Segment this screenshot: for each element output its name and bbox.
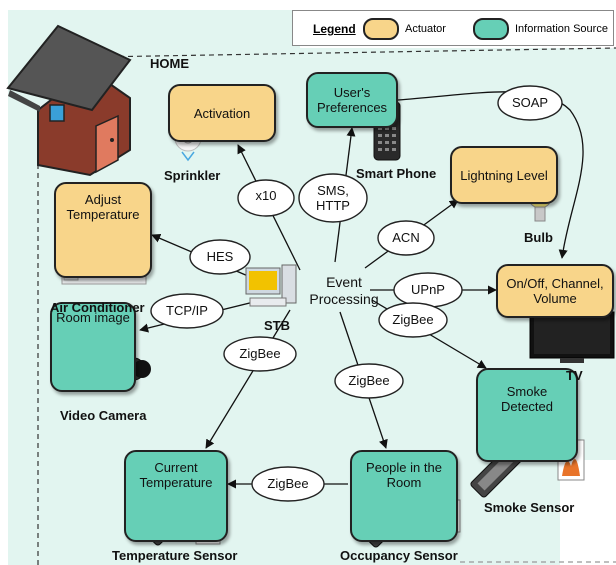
- lightning-level-node: Lightning Level: [450, 146, 558, 204]
- zigbee-link-protocol-label: ZigBee: [267, 476, 309, 491]
- stb-label: STB: [264, 318, 290, 333]
- users-preferences-node: User's Preferences: [306, 72, 398, 128]
- tcpip-protocol-label: TCP/IP: [166, 303, 208, 318]
- smart-phone-label: Smart Phone: [356, 166, 437, 181]
- tv-control-node: On/Off, Channel, Volume: [496, 264, 614, 318]
- upnp-protocol-label: UPnP: [411, 282, 445, 297]
- room-image-node: Room image: [50, 302, 136, 392]
- acn-protocol-label: ACN: [392, 230, 420, 245]
- tv-icon: [529, 311, 615, 363]
- legend-title: Legend: [313, 22, 356, 36]
- event-processing-label: Event Processing: [298, 274, 390, 308]
- zigbee-smoke-protocol-label: ZigBee: [392, 312, 434, 327]
- legend-actuator-swatch: [363, 18, 399, 40]
- event-processing-line1: Event: [326, 274, 362, 290]
- people-in-room-node: People in the Room: [350, 450, 458, 542]
- hes-protocol-label: HES: [206, 249, 234, 264]
- legend-info-swatch: [473, 18, 509, 40]
- soap-protocol-label: SOAP: [511, 95, 549, 110]
- sms-http-protocol-label: SMS, HTTP: [316, 183, 350, 213]
- smoke-sensor-label: Smoke Sensor: [484, 500, 575, 515]
- smoke-detected-node: Smoke Detected: [476, 368, 578, 462]
- adjust-temperature-node: Adjust Temperature: [54, 182, 152, 278]
- zigbee-occupancy-protocol-label: ZigBee: [348, 373, 390, 388]
- zigbee-temperature-protocol-label: ZigBee: [239, 346, 281, 361]
- legend: Legend Actuator Information Source: [292, 10, 614, 46]
- activation-node: Activation: [168, 84, 276, 142]
- x10-protocol-label: x10: [255, 188, 277, 203]
- bulb-label: Bulb: [524, 230, 553, 245]
- home-label: HOME: [150, 56, 189, 71]
- video-camera-label: Video Camera: [60, 408, 147, 423]
- temperature-sensor-label: Temperature Sensor: [112, 548, 238, 563]
- event-processing-line2: Processing: [309, 291, 379, 307]
- legend-actuator-label: Actuator: [405, 23, 446, 35]
- tv-label: TV: [566, 368, 583, 383]
- current-temperature-node: Current Temperature: [124, 450, 228, 542]
- house-icon: [6, 24, 132, 177]
- stb-computer-icon: [245, 264, 297, 307]
- protocol-clouds: [150, 85, 563, 502]
- legend-info-label: Information Source: [515, 23, 608, 35]
- occupancy-sensor-label: Occupancy Sensor: [340, 548, 458, 563]
- air-conditioner-label: Air Conditioner: [50, 300, 145, 315]
- sprinkler-label: Sprinkler: [164, 168, 221, 183]
